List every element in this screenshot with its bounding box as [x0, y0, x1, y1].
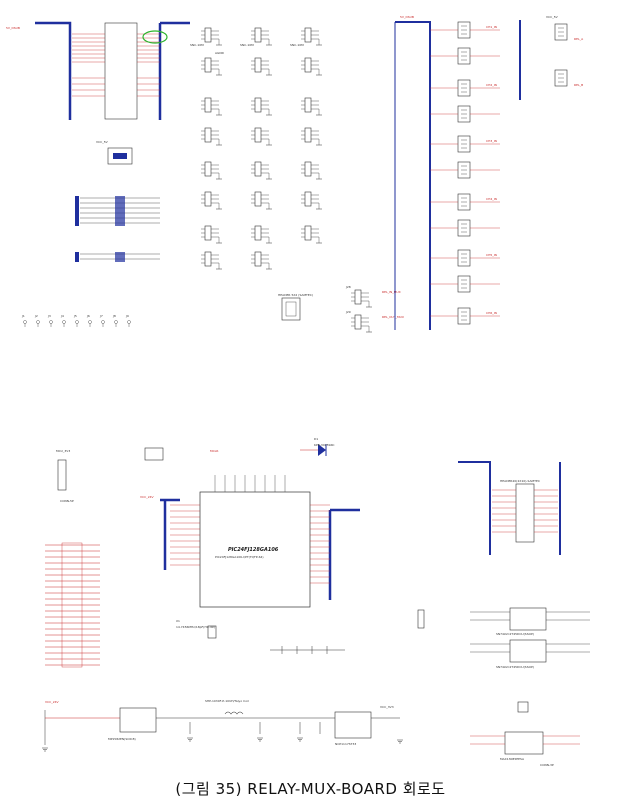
svg-text:SHP-1030F-P-10UH/Taiyo Coil: SHP-1030F-P-10UH/Taiyo Coil	[205, 699, 249, 703]
highlight-ellipse	[142, 30, 168, 44]
svg-text:J1: J1	[21, 314, 25, 318]
svg-text:KPB-3025SRC: KPB-3025SRC	[314, 443, 335, 447]
svg-text:CH2_IN: CH2_IN	[486, 83, 497, 87]
svg-text:REL_A: REL_A	[574, 37, 584, 41]
test-point-row: J1 J2 J3 J4 J5 J6 J7 J8 J9	[21, 314, 131, 328]
svg-text:VCC_24V: VCC_24V	[45, 700, 60, 704]
svg-text:5V_DSUB: 5V_DSUB	[400, 15, 414, 19]
svg-text:VCC_3V3: VCC_3V3	[380, 705, 394, 709]
led-icon	[318, 444, 326, 456]
regulator-2	[334, 711, 372, 739]
mcu-part-label: PIC24FJ128GA106	[228, 547, 279, 553]
svg-text:J29: J29	[345, 310, 351, 314]
svg-text:SNC-10M: SNC-10M	[240, 43, 254, 47]
svg-text:SNC-10M: SNC-10M	[290, 43, 304, 47]
svg-text:REL_OUT_MUX: REL_OUT_MUX	[382, 315, 404, 319]
svg-text:VCC_24V: VCC_24V	[140, 495, 155, 499]
mcu-chip	[199, 491, 311, 608]
svg-text:CONN-3P: CONN-3P	[540, 763, 554, 767]
svg-text:VCC_5V: VCC_5V	[546, 15, 559, 19]
svg-text:MAX13085EESA: MAX13085EESA	[500, 757, 525, 761]
left-net-list	[45, 544, 100, 666]
supply-net-label: VCC_5V	[96, 140, 109, 144]
svg-text:REL_B: REL_B	[574, 83, 583, 87]
svg-text:MP1582EN(SOIC8): MP1582EN(SOIC8)	[108, 737, 136, 741]
svg-text:SN74LVC2T45DCU(SSOP): SN74LVC2T45DCU(SSOP)	[496, 632, 534, 636]
svg-text:CH1_IN: CH1_IN	[486, 25, 497, 29]
svg-text:MCLR: MCLR	[210, 449, 218, 453]
connector-grid	[200, 27, 323, 270]
svg-text:J6: J6	[86, 314, 90, 318]
svg-text:14.7456MHz/18pF(HC-49): 14.7456MHz/18pF(HC-49)	[176, 625, 215, 629]
svg-text:CH5_IN: CH5_IN	[486, 253, 497, 257]
top-schematic: 5V_DSUB VCC_5V	[6, 15, 584, 333]
svg-text:CH6_IN: CH6_IN	[486, 311, 497, 315]
svg-text:J5: J5	[73, 314, 77, 318]
right-header	[515, 483, 535, 543]
svg-text:AGND: AGND	[215, 51, 225, 55]
input-net-label: 5V_DSUB	[6, 26, 20, 30]
svg-text:HEADER20(2X10)-SAMTEC: HEADER20(2X10)-SAMTEC	[500, 479, 540, 483]
svg-text:J4: J4	[60, 314, 64, 318]
mux-ic	[104, 22, 138, 120]
svg-text:J2: J2	[34, 314, 38, 318]
svg-text:REL_IN_MUX: REL_IN_MUX	[382, 290, 401, 294]
svg-text:J28: J28	[345, 285, 351, 289]
svg-text:NCP1117ST33: NCP1117ST33	[335, 742, 356, 746]
regulator-1	[119, 707, 157, 733]
svg-text:D1: D1	[314, 437, 318, 441]
bottom-right-chip	[504, 731, 544, 755]
svg-text:HEADER 5X2 (SAMTEC): HEADER 5X2 (SAMTEC)	[278, 293, 313, 297]
relay-column	[457, 21, 471, 325]
svg-text:X1: X1	[176, 619, 180, 623]
bottom-schematic: CONN-5P MCU_3V3 MCLR D1 KPB-3025SRC	[41, 437, 590, 767]
svg-text:SN74LVC2T45DCU(SSOP): SN74LVC2T45DCU(SSOP)	[496, 665, 534, 669]
svg-text:J7: J7	[99, 314, 103, 318]
svg-text:SNC-10M: SNC-10M	[190, 43, 204, 47]
svg-text:J3: J3	[47, 314, 51, 318]
mcu-package-label: PIC24FJ128GA106-I/PT(TQFP-64)	[215, 555, 264, 559]
svg-text:J8: J8	[112, 314, 116, 318]
svg-text:CH4_IN: CH4_IN	[486, 197, 497, 201]
svg-text:CH3_IN: CH3_IN	[486, 139, 497, 143]
schematic-diagram: 5V_DSUB VCC_5V	[6, 15, 590, 767]
svg-text:J9: J9	[125, 314, 129, 318]
figure-caption: (그림 35) RELAY-MUX-BOARD 회로도	[175, 780, 446, 798]
svg-text:CONN-5P: CONN-5P	[60, 499, 74, 503]
svg-text:MCU_3V3: MCU_3V3	[56, 449, 70, 453]
